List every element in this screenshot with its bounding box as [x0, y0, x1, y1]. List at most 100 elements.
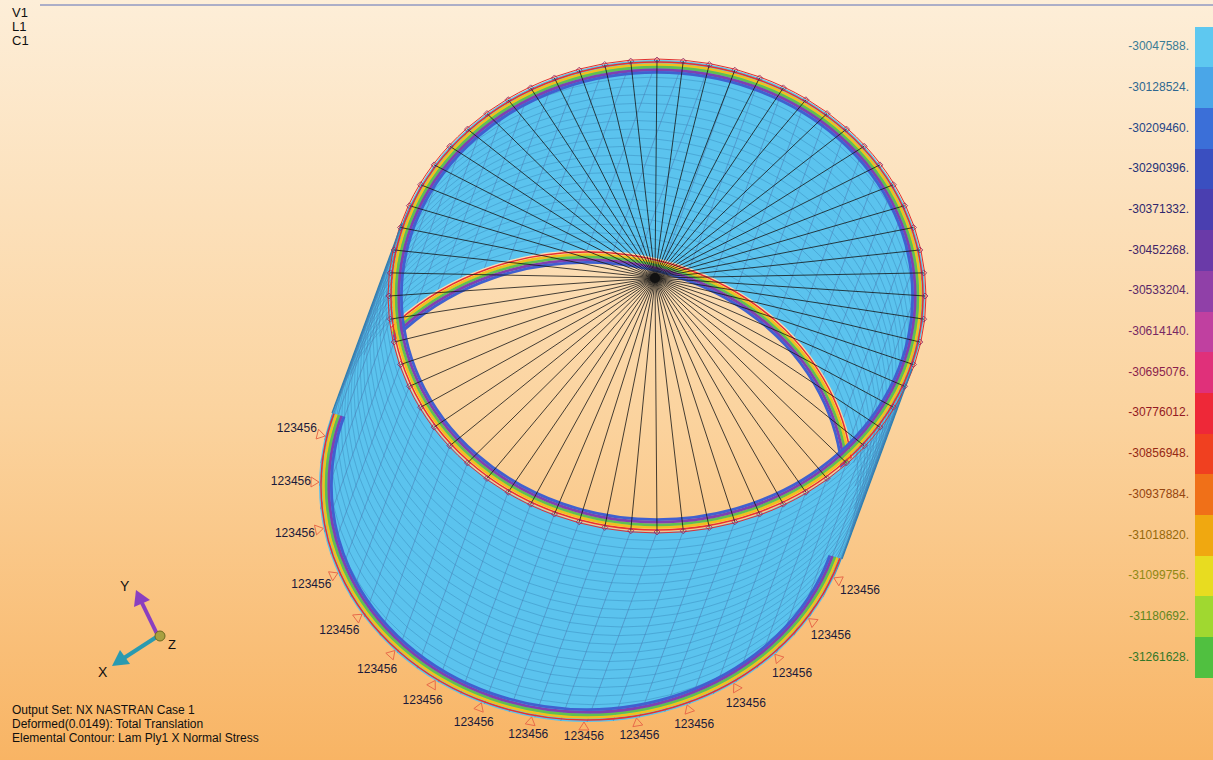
mesh-node: [917, 247, 923, 253]
constraint-triangle: [474, 703, 483, 712]
stress-band: [391, 62, 923, 530]
rigid-spoke: [421, 278, 655, 407]
mesh-ring: [357, 146, 893, 618]
mesh-node: [732, 519, 738, 525]
mesh-ring: [344, 181, 880, 653]
rigid-spoke: [655, 278, 913, 365]
mesh-ring: [357, 146, 893, 618]
rigid-spoke: [467, 278, 655, 463]
mesh-node: [398, 224, 404, 230]
legend-value: -30856948.: [1128, 447, 1189, 461]
mesh-node: [824, 475, 830, 481]
rigid-spoke: [655, 278, 827, 478]
mesh-generator: [561, 531, 631, 721]
mesh-node: [406, 203, 412, 209]
rigid-spoke: [655, 278, 735, 522]
rigid-spoke: [508, 100, 655, 278]
constraint-label: 123456: [275, 527, 315, 541]
mesh-generator: [810, 165, 880, 355]
rigid-spoke: [655, 129, 847, 278]
mesh-node: [418, 182, 424, 188]
mesh-node: [910, 362, 916, 368]
rigid-spoke: [631, 61, 655, 278]
mesh-generator: [351, 407, 421, 597]
mesh-generator: [438, 492, 508, 682]
mesh-node: [824, 111, 830, 117]
mesh-node: [921, 316, 927, 322]
rigid-spoke: [655, 278, 683, 531]
legend-swatch: [1195, 393, 1213, 434]
rigid-spoke: [655, 61, 683, 278]
mesh-generator: [736, 492, 806, 682]
constraint-label: 123456: [674, 718, 714, 732]
axis-label: X: [98, 664, 107, 680]
mesh-generator: [331, 365, 401, 555]
rigid-spoke: [655, 278, 847, 463]
constraint-label: 123456: [619, 729, 659, 743]
rigid-spoke: [655, 88, 783, 278]
legend-swatch: [1195, 637, 1213, 678]
hub-node: [650, 273, 660, 283]
mesh-node: [680, 58, 686, 64]
constraint-triangle: [525, 717, 535, 726]
legend-value: -30290396.: [1128, 162, 1189, 176]
constraint-label: 123456: [811, 629, 851, 643]
mesh-node: [431, 162, 437, 168]
constraint-label: 123456: [564, 730, 604, 744]
rigid-spoke: [409, 278, 655, 386]
legend-value: -30128524.: [1128, 81, 1189, 95]
mesh-node: [680, 528, 686, 534]
legend-value: -30695076.: [1128, 366, 1189, 380]
mesh-node: [505, 97, 511, 103]
mesh-node: [706, 524, 712, 530]
mesh-generator: [484, 514, 554, 704]
mesh-generator: [794, 146, 864, 336]
legend-swatch: [1195, 271, 1213, 312]
mesh-generator: [613, 531, 683, 721]
legend-value: -30371332.: [1128, 203, 1189, 217]
mesh-generator: [561, 61, 631, 251]
mesh-node: [861, 143, 867, 149]
mesh-node: [418, 404, 424, 410]
mesh-node: [844, 126, 850, 132]
constraint-label: 123456: [271, 475, 311, 489]
mesh-node: [844, 460, 850, 466]
view-tag: L1: [12, 20, 26, 35]
legend-value: -30452268.: [1128, 244, 1189, 258]
legend-swatch: [1195, 352, 1213, 393]
constraint-triangle: [316, 429, 325, 439]
rigid-spokes: [386, 57, 928, 535]
mesh-ring: [344, 181, 880, 653]
mesh-generator: [509, 522, 579, 712]
rigid-spoke: [434, 278, 655, 427]
mesh-node: [505, 489, 511, 495]
mesh-generator: [324, 250, 394, 440]
mesh-generator: [364, 427, 434, 617]
rigid-spoke: [655, 165, 880, 278]
stress-band: [329, 260, 845, 712]
mesh-node: [654, 57, 660, 63]
rigid-spoke: [605, 65, 655, 278]
mesh-generator: [509, 522, 579, 712]
mesh-node: [576, 67, 582, 73]
mesh-generator: [380, 446, 450, 636]
mesh-ring: [364, 129, 900, 601]
constraint-triangle: [775, 654, 784, 663]
rigid-spoke: [655, 278, 880, 427]
mesh-node: [551, 511, 557, 517]
legend-value: -31018820.: [1128, 529, 1189, 543]
legend-value: -30209460.: [1128, 122, 1189, 136]
mesh-node: [902, 383, 908, 389]
legend-swatch: [1195, 312, 1213, 353]
mesh-generator: [736, 100, 806, 290]
mesh-node: [757, 75, 763, 81]
rigid-spoke: [434, 165, 655, 278]
mesh-node: [431, 424, 437, 430]
rigid-spoke: [655, 278, 709, 527]
constraint-label: 123456: [291, 578, 331, 592]
rigid-spoke: [554, 78, 655, 278]
inner-wall-mesh: [319, 60, 925, 722]
mesh-ring: [373, 103, 909, 575]
mesh-generator: [713, 88, 783, 278]
mesh-ring: [335, 207, 871, 679]
